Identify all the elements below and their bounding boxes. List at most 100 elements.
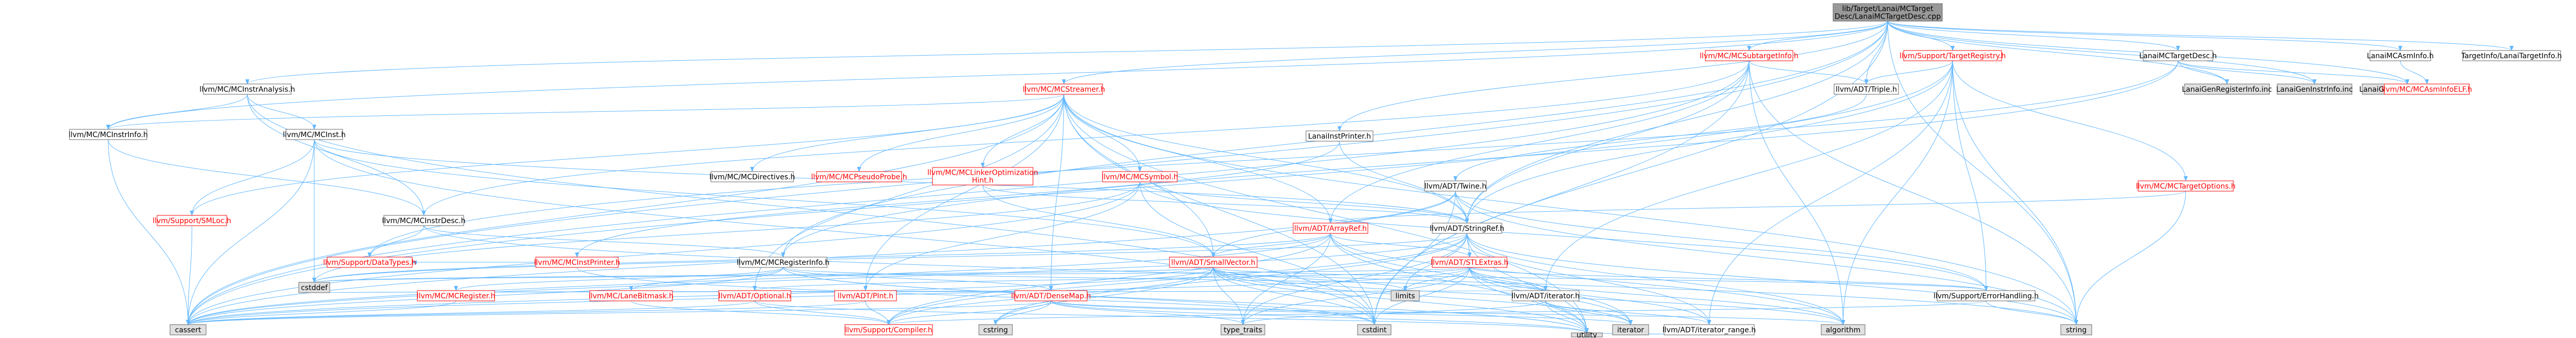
nodes-layer: lib/Target/Lanai/MCTargetDesc/LanaiMCTar… [69,3,2562,338]
dependency-edge [314,288,1546,293]
graph-node-supporterrorhandling[interactable]: llvm/Support/ErrorHandling.h [1934,290,2039,301]
dependency-edge [108,139,426,216]
dependency-edge [1213,267,1377,325]
graph-node-lanaimcasminfo[interactable]: LanaiMCAsmInfo.h [2367,50,2434,61]
node-label: llvm/MC/MCPseudoProbe.h [811,173,907,181]
graph-node-cstddef[interactable]: cstddef [298,282,330,293]
dependency-edge [245,21,1888,84]
dependency-edge [993,267,1214,325]
dependency-edge [1467,233,1845,325]
graph-node-adtdensemap[interactable]: llvm/ADT/DenseMap.h [1011,290,1091,301]
node-box [1014,290,1088,301]
graph-node-mcsubtarget[interactable]: llvm/MC/MCSubtargetInfo.h [1700,50,1799,61]
graph-node-cstdint[interactable]: cstdint [1357,324,1392,335]
node-label: limits [1395,292,1415,300]
graph-node-string[interactable]: string [2060,324,2092,335]
graph-node-adtoptional[interactable]: llvm/ADT/Optional.h [718,290,791,301]
graph-node-mcregisterinfo[interactable]: llvm/MC/MCRegisterInfo.h [737,257,829,268]
graph-node-mcelfasm[interactable]: llvm/MC/MCAsmInfoELF.h [2382,83,2472,95]
dependency-edge [247,94,426,216]
node-label: LanaiGenRegisterInfo.inc [2182,86,2272,94]
dependency-edge [1545,300,1589,333]
graph-node-adttwine[interactable]: llvm/ADT/Twine.h [1424,180,1487,192]
graph-node-mcregister[interactable]: llvm/MC/MCRegister.h [417,290,496,301]
node-box [170,324,207,335]
graph-node-adtstlextras[interactable]: llvm/ADT/STLExtras.h [1431,257,1509,268]
dependency-edge [186,181,1140,325]
dependency-edge [1241,267,1470,325]
graph-node-adtpoint[interactable]: llvm/ADT/PInt.h [834,290,897,301]
graph-node-mcpseudoprobe[interactable]: llvm/MC/MCPseudoProbe.h [811,171,907,182]
graph-node-lanaigenregisterinfo[interactable]: LanaiGenRegisterInfo.inc [2182,83,2272,95]
graph-node-mcstreamer[interactable]: llvm/MC/MCStreamer.h [1023,83,1105,95]
graph-node-supportsmloc[interactable]: llvm/Support/SMLoc.h [152,215,231,226]
graph-node-cstring[interactable]: cstring [978,324,1013,335]
graph-node-adtstringref[interactable]: llvm/ADT/StringRef.h [1430,223,1504,234]
dependency-edge [1213,267,1408,291]
node-box [589,290,673,301]
dependency-edge [1707,60,1953,325]
dependency-edge [1749,60,2078,325]
dependency-edge [186,233,1467,325]
graph-node-utility[interactable]: utility [1571,331,1603,338]
dependency-edge [1241,300,1546,325]
dependency-edge [314,139,1215,258]
node-label: LanaiGenInstrInfo.inc [2276,86,2353,94]
graph-node-adtiterator[interactable]: llvm/ADT/iterator.h [1512,290,1580,301]
graph-node-cassert[interactable]: cassert [170,324,207,335]
node-box [1391,290,1420,301]
dependency-edge [247,94,316,130]
graph-node-mcdirectives[interactable]: llvm/MC/MCDirectives.h [709,171,795,182]
dependency-edge [1211,233,1331,258]
node-box [1221,324,1265,335]
graph-node-lanaimctargetdesc[interactable]: LanaiMCTargetDesc.h [2139,50,2217,61]
node-box [1705,50,1793,61]
graph-node-lanaigeninstrinfo[interactable]: LanaiGenInstrInfo.inc [2276,83,2353,95]
graph-node-mcsymbol[interactable]: llvm/MC/MCSymbol.h [1101,171,1178,182]
graph-node-root: lib/Target/Lanai/MCTargetDesc/LanaiMCTar… [1833,3,1943,22]
graph-node-adtsmallvector[interactable]: llvm/ADT/SmallVector.h [1169,257,1258,268]
dependency-edge [314,139,1377,325]
graph-node-mctargetoptions[interactable]: llvm/MC/MCTargetOptions.h [2136,180,2236,192]
graph-node-supportcompiler[interactable]: llvm/Support/Compiler.h [844,324,933,335]
graph-node-mcinstprinter[interactable]: llvm/MC/MCInstPrinter.h [534,257,620,268]
node-box [1025,83,1103,95]
node-box [1937,290,2036,301]
node-box [1612,324,1649,335]
node-box [2184,83,2270,95]
graph-node-iterator[interactable]: iterator [1612,324,1649,335]
dependency-edge [108,139,190,325]
graph-node-iteratorrange[interactable]: llvm/ADT/iterator_range.h [1663,324,1756,335]
graph-node-adtarrayref[interactable]: llvm/ADT/ArrayRef.h [1293,223,1368,234]
graph-node-adttriple[interactable]: llvm/ADT/Triple.h [1834,83,1899,95]
graph-node-mcinstrdesc[interactable]: llvm/MC/MCInstrDesc.h [382,215,466,226]
dependency-edge [1063,94,1589,333]
graph-node-lanaiinstprinter[interactable]: LanaiInstPrinter.h [1306,130,1374,142]
node-box [157,215,227,226]
graph-node-algorithm[interactable]: algorithm [1821,324,1866,335]
graph-node-supportdatatypes[interactable]: llvm/Support/DataTypes.h [323,257,416,268]
node-box [1293,223,1368,234]
dependency-edge [1864,21,1888,84]
graph-node-limits[interactable]: limits [1391,290,1420,301]
node-label: llvm/ADT/PInt.h [838,292,893,300]
graph-node-mcinst[interactable]: llvm/MC/MCInst.h [283,129,346,140]
dependency-edge [186,225,192,325]
graph-node-typetraits[interactable]: type_traits [1221,324,1265,335]
node-label: iterator [1617,326,1644,334]
dependency-edge [186,139,315,325]
node-box [718,290,791,301]
graph-node-mcinstrinfo[interactable]: llvm/MC/MCInstrInfo.h [69,129,148,140]
node-box [69,129,147,140]
graph-node-mclanebitmask[interactable]: llvm/MC/LaneBitmask.h [589,290,674,301]
graph-node-mcinstanalysis[interactable]: llvm/MC/MCInstrAnalysis.h [199,83,295,95]
dependency-edge [1330,233,1472,258]
graph-node-targetinfo[interactable]: TargetInfo/LanaiTargetInfo.h [2461,50,2562,61]
graph-node-supporttargetregistry[interactable]: llvm/Support/TargetRegistry.h [1900,50,2006,61]
dependency-edge [186,300,866,325]
node-label: lib/Target/Lanai/MCTarget [1842,5,1934,13]
dependency-edge [186,21,1888,325]
dependency-edge [980,94,1064,168]
